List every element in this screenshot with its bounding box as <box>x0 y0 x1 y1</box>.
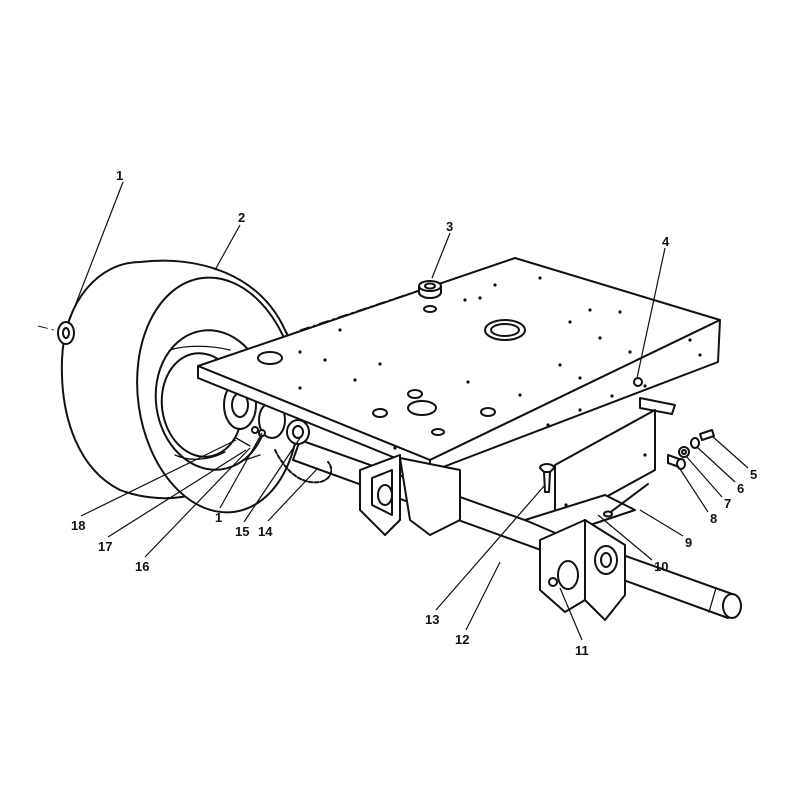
callout-6: 6 <box>737 481 744 496</box>
bolt-4 <box>633 377 643 387</box>
callout-15: 15 <box>235 524 249 539</box>
callout-14: 14 <box>258 524 273 539</box>
deck-plate <box>197 257 721 536</box>
hardware-set <box>667 429 715 470</box>
cotter-pin <box>603 483 649 518</box>
callout-17: 17 <box>98 539 112 554</box>
callout-2: 2 <box>238 210 245 225</box>
callout-1-lower: 1 <box>215 510 222 525</box>
axle-rod <box>292 439 742 619</box>
callout-3: 3 <box>446 219 453 234</box>
callout-9: 9 <box>685 535 692 550</box>
callout-11: 11 <box>575 643 589 658</box>
pivot-bushing <box>418 280 442 299</box>
chain <box>274 449 333 484</box>
callout-5: 5 <box>750 467 757 482</box>
callout-16: 16 <box>135 559 149 574</box>
right-bracket <box>524 494 636 621</box>
washer-1 <box>37 321 75 345</box>
callout-7: 7 <box>724 496 731 511</box>
callout-8: 8 <box>710 511 717 526</box>
callout-1-top: 1 <box>116 168 123 183</box>
mounting-plate <box>554 409 656 526</box>
leader-lines <box>67 181 749 641</box>
callout-12: 12 <box>455 632 469 647</box>
callout-10: 10 <box>654 559 668 574</box>
left-bracket <box>359 454 401 536</box>
callout-13: 13 <box>425 612 439 627</box>
callout-4: 4 <box>662 234 670 249</box>
wheel-tire <box>60 259 300 514</box>
callout-18: 18 <box>71 518 85 533</box>
callout-labels: 1 2 3 4 5 6 7 8 9 10 11 12 13 14 15 1 16… <box>71 168 757 658</box>
wheel-hub <box>223 380 310 445</box>
